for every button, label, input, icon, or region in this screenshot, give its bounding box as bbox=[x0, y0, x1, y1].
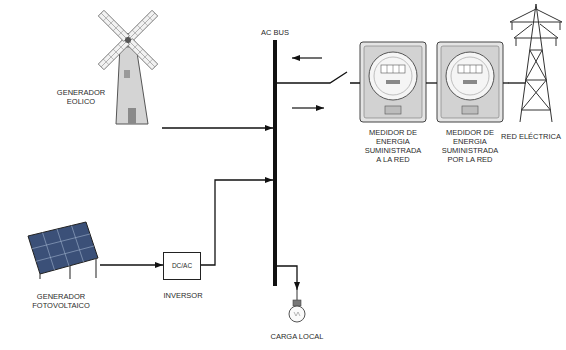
windmill-illustration bbox=[98, 10, 157, 124]
transmission-tower bbox=[540, 24, 558, 38]
transmission-tower bbox=[536, 9, 562, 22]
local-load: CARGA LOCAL bbox=[289, 290, 305, 326]
solar-panel bbox=[43, 233, 55, 271]
windmill-illustration bbox=[125, 37, 131, 43]
light-bulb bbox=[289, 290, 305, 322]
windmill-illustration bbox=[98, 39, 129, 70]
windmill-illustration bbox=[127, 39, 158, 70]
transmission-tower bbox=[508, 4, 562, 122]
light-bulb bbox=[293, 300, 301, 306]
load-label: CARGA LOCAL bbox=[267, 332, 327, 341]
inverter-text: DC/AC bbox=[164, 262, 200, 270]
energy-meter: MEDIDOR DE ENERGIA SUMINISTRADA POR LA R… bbox=[437, 42, 503, 122]
pv-generator: GENERADOR FOTOVOLTAICO bbox=[22, 212, 100, 280]
solar-panel bbox=[32, 234, 90, 249]
transmission-tower bbox=[526, 80, 551, 110]
power-line bbox=[426, 82, 437, 83]
flow-arrow bbox=[292, 57, 322, 58]
windmill-illustration bbox=[124, 70, 130, 78]
power-line bbox=[277, 72, 360, 83]
light-bulb bbox=[294, 312, 300, 316]
solar-panel bbox=[28, 222, 98, 274]
flow-arrow bbox=[292, 107, 324, 108]
energy-meter bbox=[437, 42, 503, 122]
power-grid: RED ELÉCTRICA bbox=[508, 2, 564, 124]
transmission-tower bbox=[510, 9, 536, 22]
solar-panel bbox=[28, 222, 98, 279]
transmission-tower bbox=[516, 38, 517, 46]
transmission-tower bbox=[510, 22, 562, 23]
power-line bbox=[162, 127, 273, 128]
solar-panel bbox=[39, 274, 40, 279]
generator-label: GENERADOR FOTOVOLTAICO bbox=[16, 292, 106, 310]
solar-panel bbox=[57, 229, 69, 266]
light-bulb bbox=[289, 306, 305, 322]
transmission-tower bbox=[556, 38, 557, 46]
transmission-tower bbox=[526, 80, 547, 81]
transmission-tower bbox=[560, 22, 561, 30]
inverter-label: INVERSOR bbox=[156, 291, 210, 300]
power-line bbox=[503, 82, 508, 83]
transmission-tower bbox=[530, 50, 547, 80]
bus-label: AC BUS bbox=[255, 28, 295, 37]
transmission-tower bbox=[530, 50, 542, 51]
inverter-box: DC/ACINVERSOR bbox=[163, 252, 201, 280]
ac-bus-bar: AC BUS bbox=[273, 40, 277, 286]
transmission-tower bbox=[522, 80, 547, 110]
generator-label: GENERADOR EOLICO bbox=[52, 88, 110, 106]
transmission-tower bbox=[522, 110, 551, 111]
transmission-tower bbox=[508, 82, 526, 83]
light-bulb bbox=[297, 290, 298, 300]
meter-label: MEDIDOR DE ENERGIA SUMINISTRADA A LA RED bbox=[362, 128, 424, 164]
energy-meter bbox=[360, 42, 426, 122]
windmill-illustration bbox=[127, 10, 158, 41]
power-line bbox=[201, 180, 273, 265]
wind-generator: GENERADOR EOLICO bbox=[100, 0, 162, 130]
transmission-tower bbox=[514, 38, 558, 39]
solar-panel bbox=[36, 246, 94, 261]
power-line bbox=[277, 266, 297, 290]
energy-meter: MEDIDOR DE ENERGIA SUMINISTRADA A LA RED bbox=[360, 42, 426, 122]
solar-panel bbox=[69, 266, 70, 279]
grid-label: RED ELÉCTRICA bbox=[498, 132, 564, 141]
meter-label: MEDIDOR DE ENERGIA SUMINISTRADA POR LA R… bbox=[439, 128, 501, 164]
power-line bbox=[100, 264, 163, 265]
transmission-tower bbox=[512, 22, 513, 30]
windmill-illustration bbox=[98, 10, 129, 41]
energy-meter bbox=[360, 42, 503, 122]
transmission-tower bbox=[526, 50, 543, 80]
solar-panel bbox=[95, 258, 96, 278]
transmission-tower bbox=[514, 24, 532, 38]
solar-panel bbox=[72, 226, 84, 263]
windmill-illustration bbox=[128, 108, 136, 124]
